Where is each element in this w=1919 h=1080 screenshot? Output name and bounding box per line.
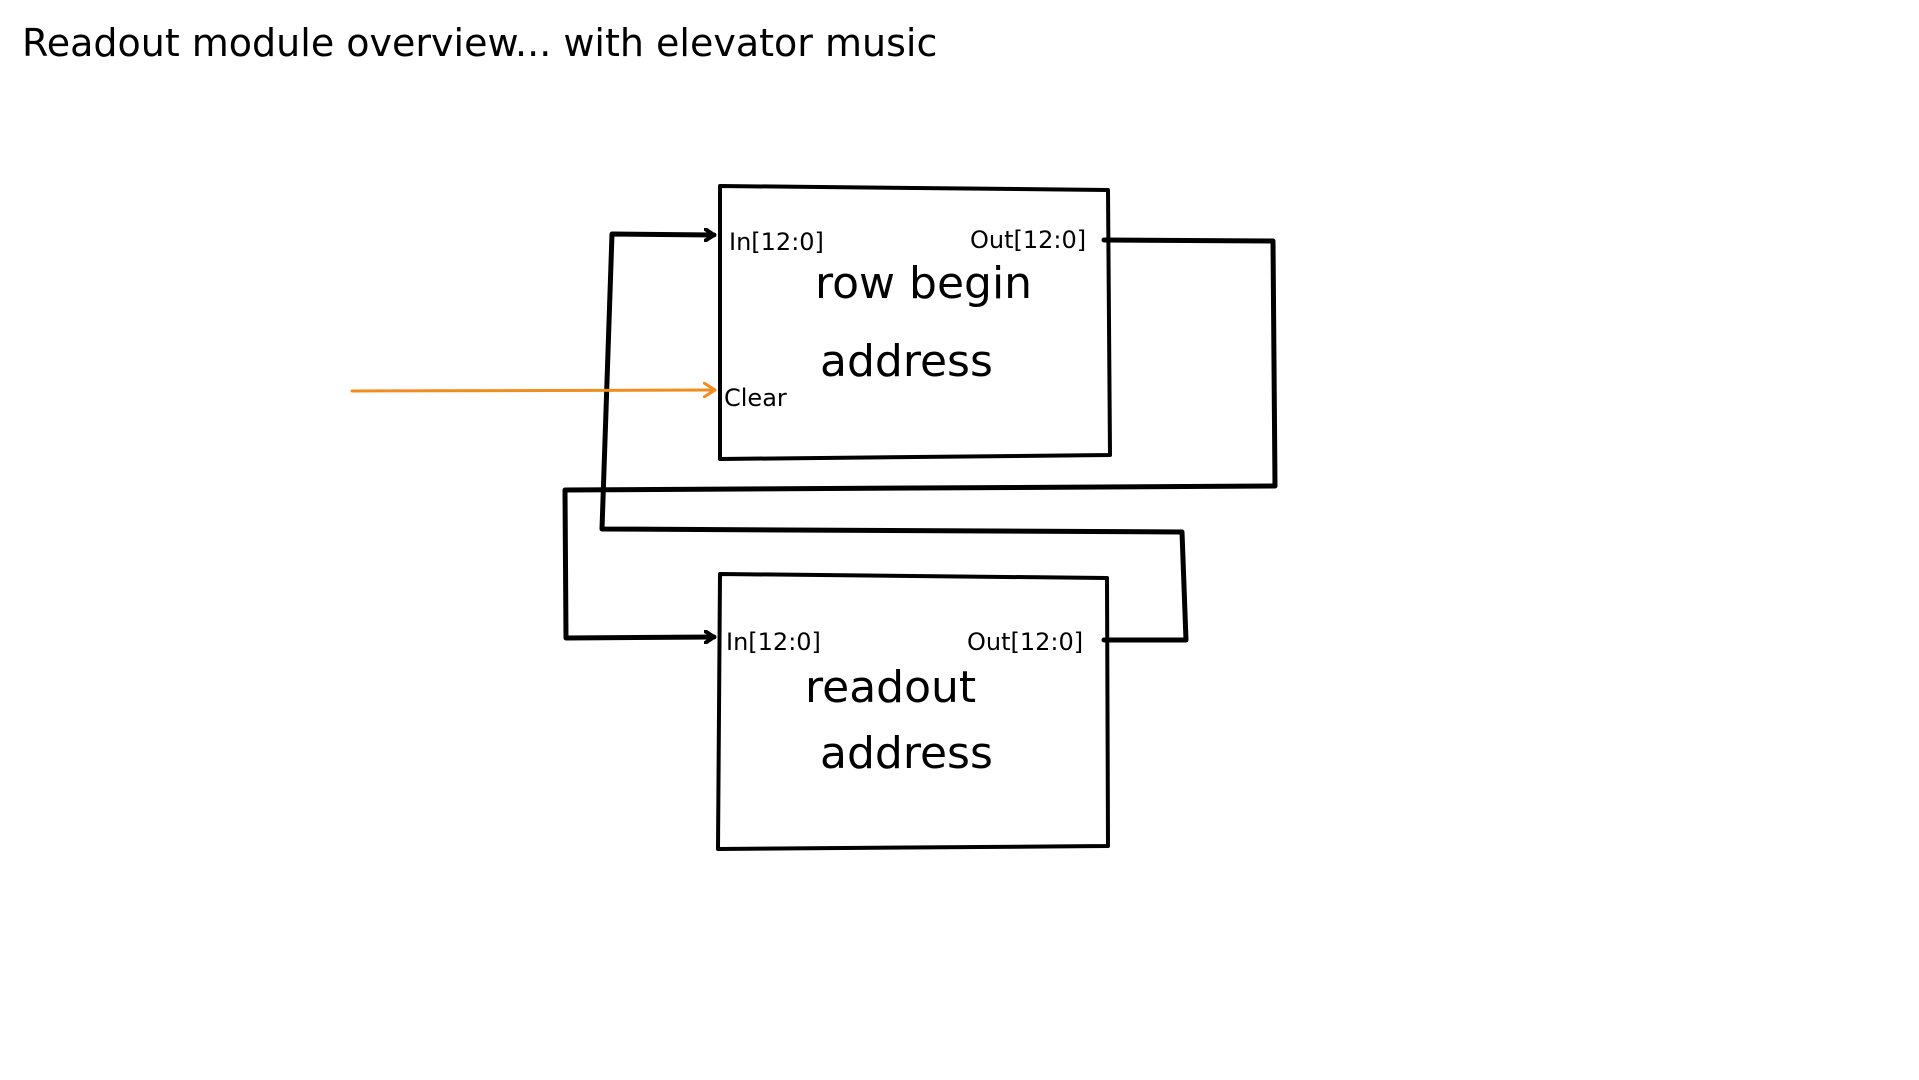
row-begin-out-port-label: Out[12:0] — [970, 226, 1086, 254]
row-begin-address-block: In[12:0] Out[12:0] Clear row begin addre… — [718, 184, 1112, 461]
clear-signal-arrow — [350, 390, 717, 391]
page-title: Readout module overview... with elevator… — [22, 21, 937, 65]
row-begin-box — [718, 184, 1112, 461]
wire-readout-out-to-row-begin-in — [599, 234, 1189, 643]
row-begin-label-line1: row begin — [815, 258, 1032, 309]
readout-address-block: In[12:0] Out[12:0] readout address — [716, 572, 1110, 851]
readout-label-line2: address — [820, 728, 993, 779]
readout-box — [716, 572, 1110, 851]
wire-row-begin-out-to-readout-in — [562, 237, 1278, 638]
readout-label-line1: readout — [805, 662, 976, 713]
row-begin-clear-port-label: Clear — [724, 384, 787, 412]
readout-in-port-label: In[12:0] — [726, 628, 821, 656]
row-begin-label-line2: address — [820, 336, 993, 387]
readout-out-port-label: Out[12:0] — [967, 628, 1083, 656]
row-begin-in-port-label: In[12:0] — [729, 228, 824, 256]
